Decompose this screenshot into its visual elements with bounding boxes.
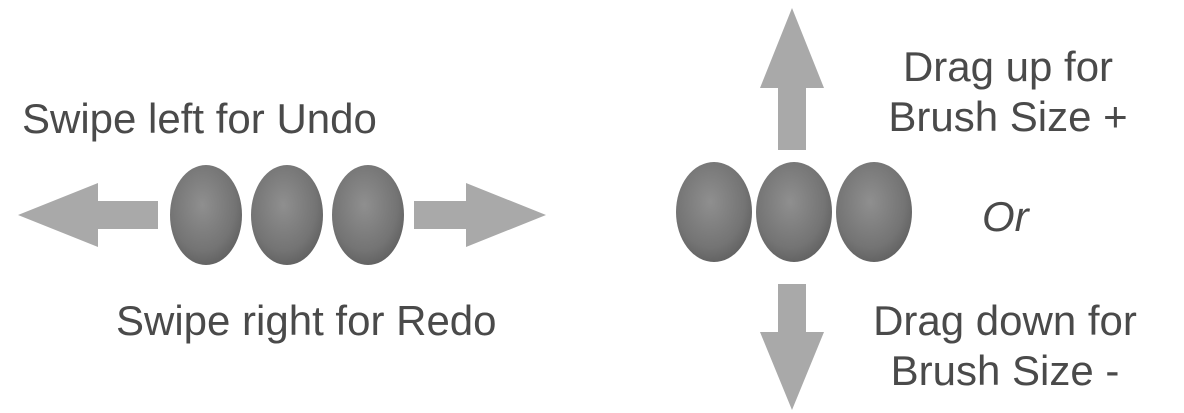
- fingertip-icon: [676, 162, 752, 262]
- arrow-up-icon: [760, 8, 824, 150]
- fingertip-icon: [170, 165, 242, 265]
- drag-up-line1: Drag up for: [902, 43, 1114, 90]
- redo-instruction: Swipe right for Redo: [116, 297, 497, 344]
- fingertip-icon: [756, 162, 832, 262]
- fingertip-icon: [332, 165, 404, 265]
- drag-down-line2: Brush Size -: [890, 347, 1120, 394]
- fingertip-icon: [836, 162, 912, 262]
- fingertip-icon: [251, 165, 323, 265]
- left-fingertips: [170, 165, 404, 265]
- undo-instruction: Swipe left for Undo: [22, 95, 377, 142]
- arrow-down-icon: [760, 284, 824, 410]
- drag-up-line2: Brush Size +: [888, 93, 1128, 140]
- arrow-left-icon: [18, 183, 158, 247]
- or-separator: Or: [982, 193, 1029, 240]
- right-fingertips: [676, 162, 912, 262]
- arrow-right-icon: [414, 183, 546, 247]
- drag-down-line1: Drag down for: [873, 297, 1137, 344]
